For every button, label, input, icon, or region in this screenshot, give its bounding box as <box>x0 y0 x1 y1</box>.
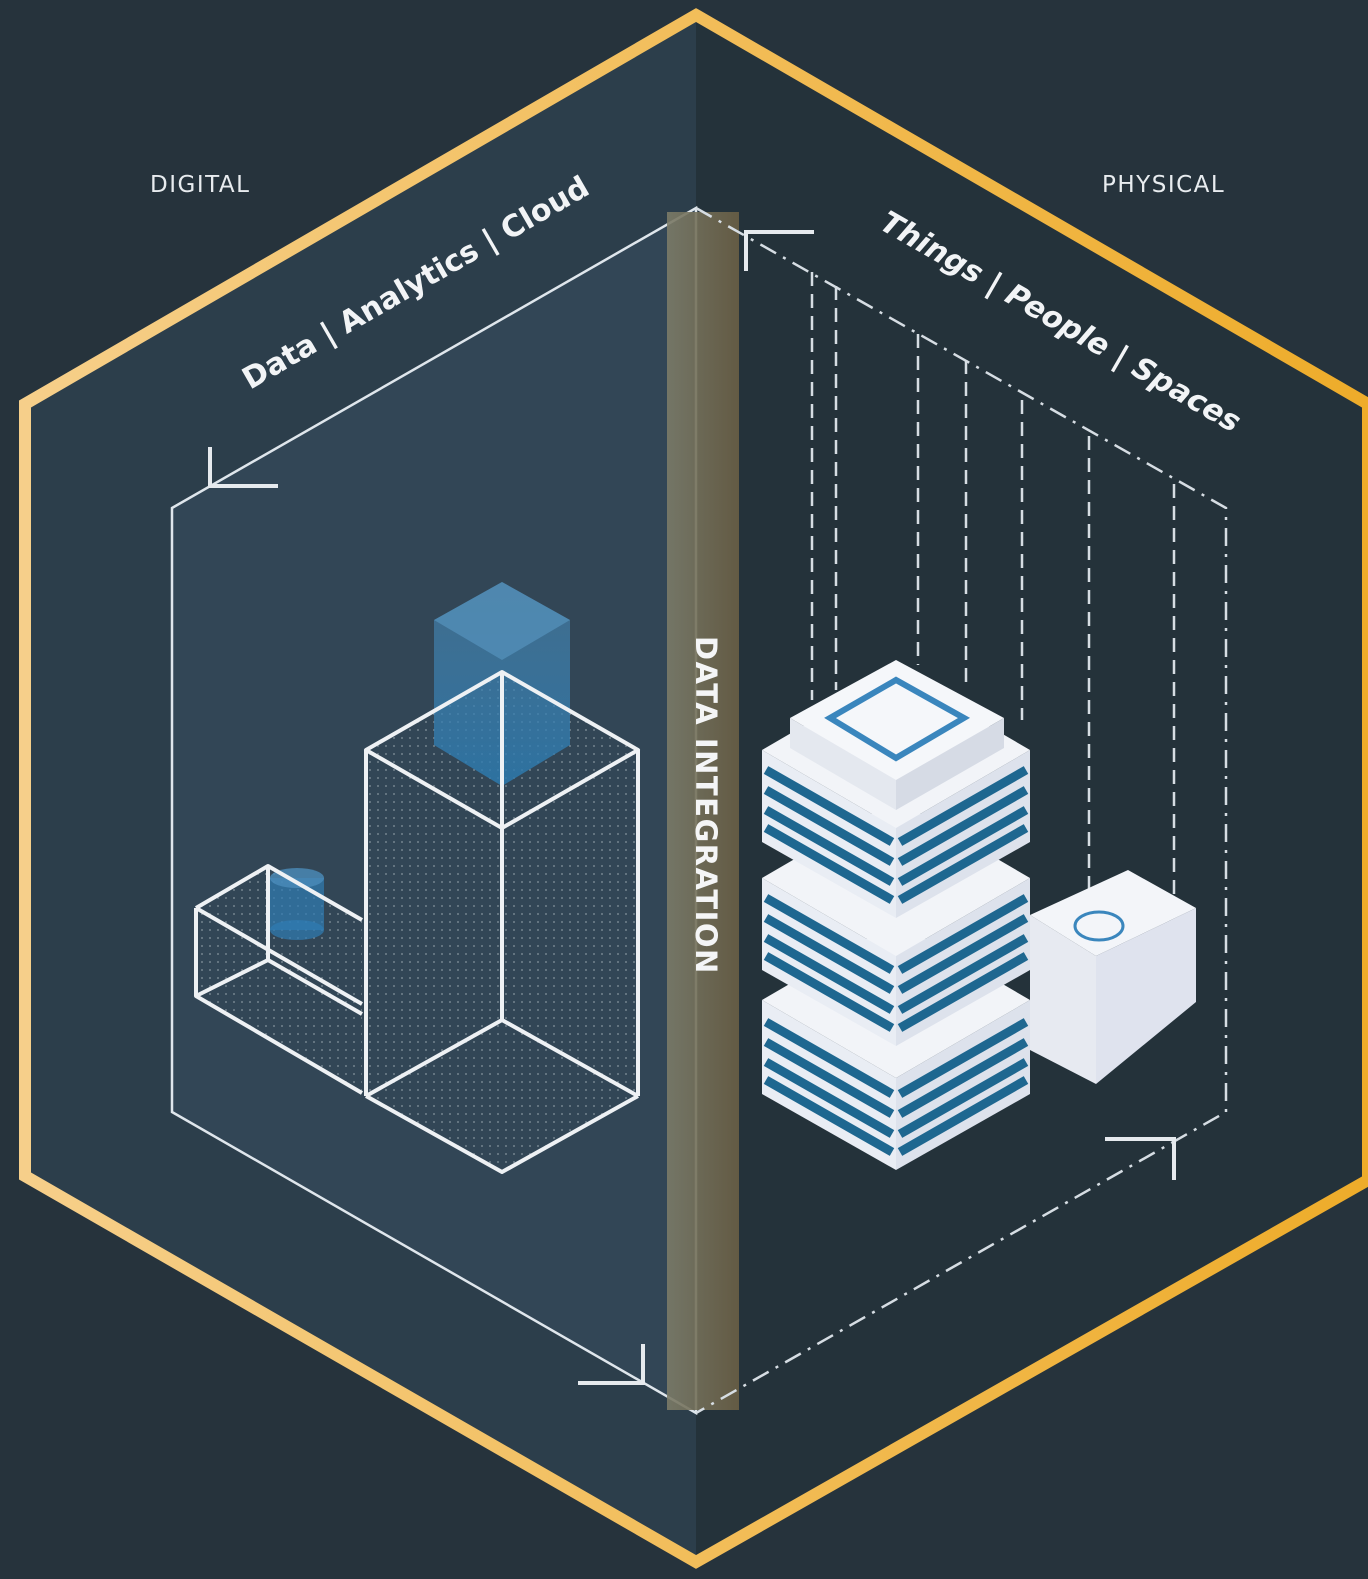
physical-building <box>762 660 1196 1170</box>
digital-heading: DIGITAL <box>150 172 251 198</box>
physical-heading: PHYSICAL <box>1102 172 1226 198</box>
corner-bracket-icon <box>744 230 814 271</box>
corner-bracket-icon <box>1105 1137 1176 1180</box>
physical-dashed-frame <box>695 206 1228 1415</box>
annex-block <box>1030 870 1196 1084</box>
data-integration-label: DATA INTEGRATION <box>689 636 723 975</box>
corner-bracket-icon <box>208 447 278 488</box>
corner-bracket-icon <box>578 1344 645 1385</box>
data-integration-band <box>667 212 739 1410</box>
physical-dashed-uprights <box>810 272 1176 910</box>
data-cylinder-icon <box>270 868 324 940</box>
digital-wireframe-building <box>194 582 640 1174</box>
rooftop-frame-icon <box>824 676 971 762</box>
roof-box <box>790 660 1004 810</box>
hexagon-border <box>19 8 1368 1569</box>
rooftop-vent-icon <box>1073 910 1125 942</box>
